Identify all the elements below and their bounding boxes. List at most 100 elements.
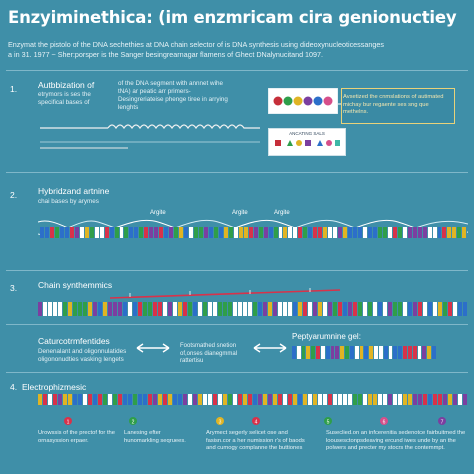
base-pair-band	[335, 346, 341, 359]
base-pair-band	[208, 394, 213, 405]
base-pair-band	[238, 227, 244, 238]
base-pair-band	[68, 302, 73, 316]
base-pair-band	[453, 394, 458, 405]
section-1-label: Autbbization of	[38, 80, 95, 90]
base-pair-band	[397, 227, 403, 238]
section-1-text-b: of the DNA segment with annnet wihe tNA)…	[118, 80, 228, 111]
section-1-text-a: etrymors is ses the specifical bases of	[38, 91, 91, 106]
note-4: Suseclied.on an infcerenitia sedenotce f…	[326, 430, 466, 451]
base-pair-band	[463, 394, 468, 405]
base-pair-band	[158, 394, 163, 405]
page-subtitle: Enzymat the pistolo of the DNA sechethie…	[8, 40, 468, 60]
base-pair-band	[358, 394, 363, 405]
base-pair-band	[303, 302, 308, 316]
base-pair-band	[143, 302, 148, 316]
base-pair-band	[311, 346, 317, 359]
base-pair-band	[253, 302, 258, 316]
base-pair-band	[412, 346, 418, 359]
base-pair-band	[189, 227, 195, 238]
base-pair-band	[387, 227, 393, 238]
base-pair-band	[163, 302, 168, 316]
base-pair-band	[298, 227, 304, 238]
section-2-label: Hybridzand artnine	[38, 186, 110, 196]
base-pair-band	[243, 227, 249, 238]
base-pair-band	[169, 227, 175, 238]
base-pair-band	[407, 346, 413, 359]
base-pair-band	[113, 302, 118, 316]
base-pair-band	[423, 394, 428, 405]
section-1-number: 1.	[10, 84, 18, 94]
base-pair-band	[359, 346, 365, 359]
base-pair-band	[193, 302, 198, 316]
svg-text:2: 2	[132, 420, 135, 426]
base-pair-band	[278, 227, 284, 238]
base-pair-band	[354, 346, 360, 359]
base-pair-band	[447, 227, 453, 238]
base-pair-band	[138, 302, 143, 316]
base-pair-band	[108, 302, 113, 316]
base-pair-band	[104, 227, 110, 238]
base-pair-band	[413, 394, 418, 405]
divider	[6, 172, 468, 173]
base-pair-band	[283, 302, 288, 316]
base-pair-band	[412, 227, 418, 238]
base-pair-band	[283, 227, 289, 238]
base-pair-band	[38, 394, 43, 405]
base-pair-band	[143, 394, 148, 405]
base-pair-band	[168, 302, 173, 316]
base-pair-band	[194, 227, 199, 238]
base-pair-band	[278, 394, 283, 405]
base-pair-band	[407, 227, 413, 238]
base-pair-band	[198, 302, 203, 316]
base-pair-band	[149, 227, 155, 238]
base-pair-band	[64, 227, 70, 238]
base-pair-band	[158, 302, 163, 316]
base-pair-band	[98, 302, 103, 316]
base-pair-band	[98, 394, 103, 405]
base-pair-band	[103, 394, 108, 405]
base-pair-band	[433, 302, 438, 316]
base-pair-band	[443, 394, 448, 405]
base-pair-band	[253, 394, 258, 405]
base-pair-band	[443, 302, 448, 316]
base-pair-band	[84, 227, 90, 238]
base-pair-band	[203, 227, 209, 238]
base-pair-band	[103, 302, 108, 316]
base-pair-band	[298, 394, 303, 405]
base-pair-band	[452, 227, 458, 238]
section-4-diagram-text: Footsmathed snetion of,onses dianegmmal …	[180, 343, 238, 364]
base-pair-band	[308, 227, 314, 238]
double-arrow-icon	[253, 343, 287, 353]
base-pair-band	[263, 227, 269, 238]
base-pair-band	[364, 346, 370, 359]
subtitle-line-1: Enzymat the pistolo of the DNA sechethie…	[8, 40, 384, 49]
section-5-number: 4.	[10, 382, 18, 392]
base-pair-band	[43, 394, 48, 405]
base-pair-band	[213, 394, 218, 405]
note-3: Arymect segerly selicet ose and fasisn.c…	[206, 430, 305, 451]
base-pair-band	[432, 227, 438, 238]
base-pair-band	[129, 227, 135, 238]
base-pair-band	[88, 394, 93, 405]
base-pair-band	[373, 302, 378, 316]
base-pair-band	[53, 302, 58, 316]
base-pair-band	[173, 302, 178, 316]
section-3-label: Chain synthemmics	[38, 280, 113, 290]
base-pair-band	[174, 227, 180, 238]
base-pair-band	[383, 394, 388, 405]
divider	[6, 372, 468, 373]
base-pair-band	[148, 302, 153, 316]
base-pair-band	[433, 394, 438, 405]
base-pair-band	[263, 394, 268, 405]
base-pair-band	[333, 302, 338, 316]
base-pair-band	[308, 394, 313, 405]
section-2-sub: chai bases by arymes	[38, 198, 99, 205]
base-pair-band	[398, 394, 403, 405]
base-pair-band	[79, 227, 85, 238]
base-pair-band	[458, 302, 463, 316]
base-pair-band	[48, 394, 53, 405]
base-pair-band	[58, 394, 63, 405]
base-pair-band	[328, 302, 333, 316]
base-pair-band	[340, 346, 346, 359]
base-pair-band	[377, 227, 383, 238]
